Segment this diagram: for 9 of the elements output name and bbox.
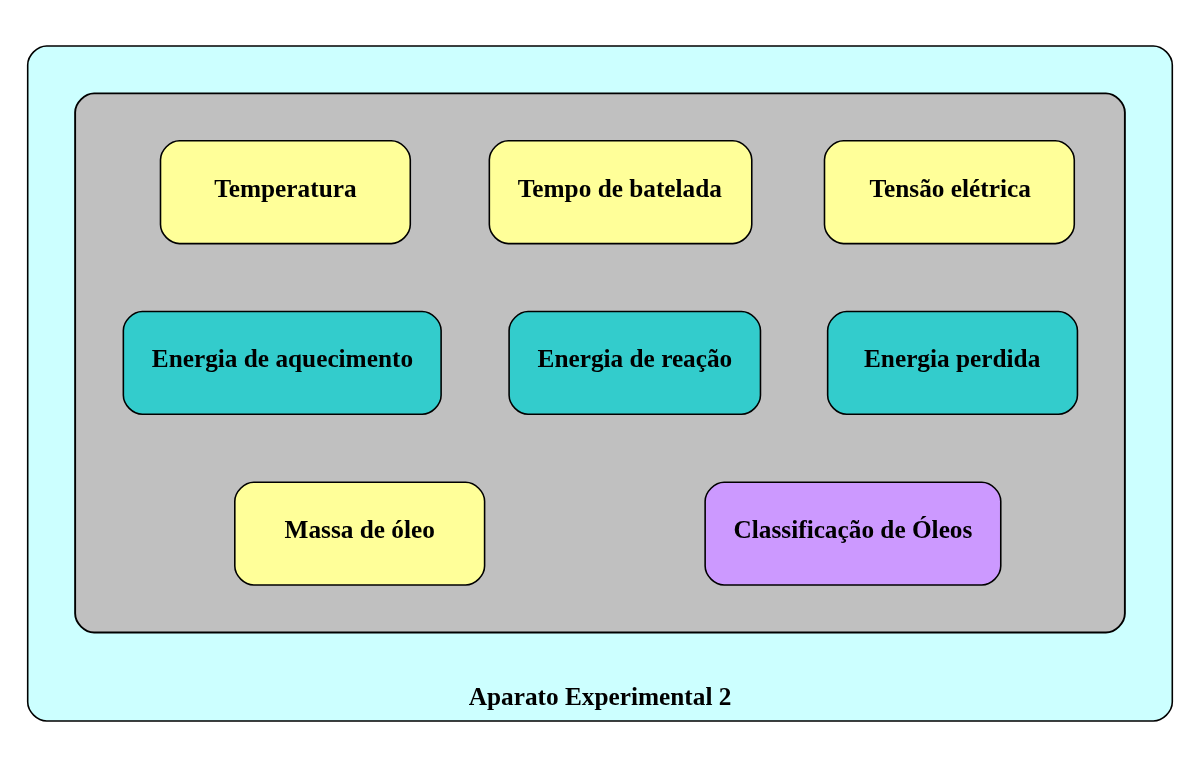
node-box: Tempo de batelada [488, 140, 753, 245]
node-box: Classificação de Óleos [704, 481, 1002, 586]
node-box: Tensão elétrica [823, 140, 1076, 245]
node-box: Energia perdida [826, 310, 1079, 416]
cluster [74, 92, 1126, 634]
node-box: Energia de aquecimento [122, 310, 442, 416]
node-box: Massa de óleo [234, 481, 486, 586]
node-box: Energia de reação [508, 310, 762, 416]
node-box: Temperatura [159, 140, 412, 245]
